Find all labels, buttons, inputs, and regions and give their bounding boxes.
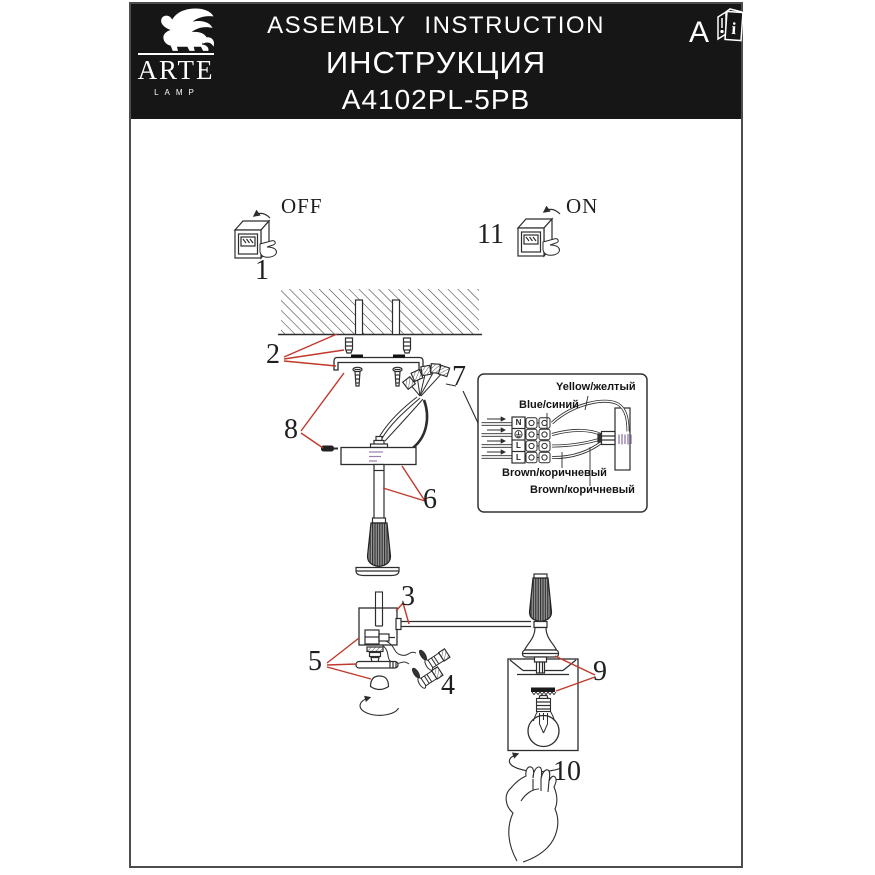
header-bar: ARTE LAMP ASSEMBLY INSTRUCTION ИНСТРУКЦИ… xyxy=(131,4,744,119)
wire-label-blue: Blue/синий xyxy=(519,399,579,411)
title-russian: ИНСТРУКЦИЯ xyxy=(325,45,547,80)
brand-word: LAMP xyxy=(154,88,200,97)
step-number-2: 2 xyxy=(266,339,280,370)
brand-name: ARTE xyxy=(137,55,215,85)
arte-lamp-lion-logo xyxy=(161,8,215,51)
step-number-11: 11 xyxy=(477,219,504,250)
logo-divider xyxy=(138,53,214,55)
manual-i-letter: i xyxy=(731,19,737,38)
title-english: ASSEMBLY INSTRUCTION xyxy=(267,12,605,39)
wire-label-brown-lower: Brown/коричневый xyxy=(530,484,635,496)
terminal-letter-l1: L xyxy=(516,441,521,450)
sheet-frame: ARTE LAMP ASSEMBLY INSTRUCTION ИНСТРУКЦИ… xyxy=(129,2,744,868)
wire-label-yellow: Yellow/желтый xyxy=(556,381,636,393)
step-number-6: 6 xyxy=(423,484,437,515)
model-number: A4102PL-5PB xyxy=(341,84,531,115)
revision-letter: A xyxy=(689,16,710,49)
step-number-5: 5 xyxy=(308,646,322,677)
step-number-9: 9 xyxy=(593,656,607,687)
terminal-letter-l2: L xyxy=(516,452,521,462)
step-number-4: 4 xyxy=(441,670,455,701)
manual-booklet-icon: i xyxy=(717,8,744,42)
step-number-3: 3 xyxy=(401,581,415,612)
wire-label-brown-upper: Brown/коричневый xyxy=(502,467,607,479)
on-label: ON xyxy=(566,194,599,218)
off-label: OFF xyxy=(281,194,323,218)
step-number-1: 1 xyxy=(255,255,269,286)
step-number-7: 7 xyxy=(452,361,466,392)
step-number-8: 8 xyxy=(284,414,298,445)
terminal-letter-n: N xyxy=(515,418,522,427)
step-number-10: 10 xyxy=(553,756,581,787)
